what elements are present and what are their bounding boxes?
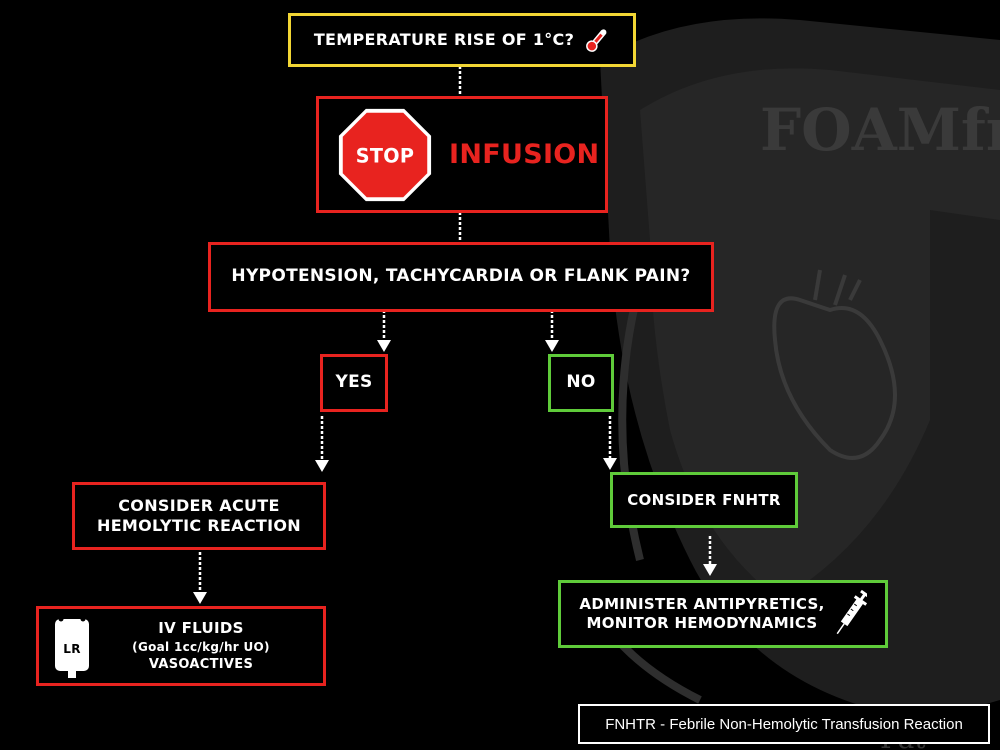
- antipyretics-line1: ADMINISTER ANTIPYRETICS,: [579, 595, 825, 614]
- iv-fluids-goal: (Goal 1cc/kg/hr UO): [132, 640, 270, 655]
- yes-label: YES: [335, 372, 373, 393]
- iv-bag-label: LR: [63, 642, 81, 656]
- consider-fnhtr-label: CONSIDER FNHTR: [627, 490, 781, 509]
- arrow-yes-to-acute: [315, 416, 329, 472]
- iv-fluids-line1: IV FLUIDS: [158, 618, 244, 637]
- stop-sign-icon: STOP: [338, 108, 432, 201]
- consider-fnhtr-node: CONSIDER FNHTR: [610, 472, 798, 528]
- infusion-label: INFUSION: [449, 139, 600, 170]
- antipyretics-line2: MONITOR HEMODYNAMICS: [586, 614, 818, 632]
- stop-infusion-node: STOP INFUSION: [316, 96, 608, 213]
- no-node: NO: [548, 354, 614, 412]
- arrow-no-to-fnhtr: [603, 416, 617, 470]
- arrow-question-to-no: [545, 310, 559, 352]
- acute-hemolytic-node: CONSIDER ACUTE HEMOLYTIC REACTION: [72, 482, 326, 550]
- arrow-stop-to-question: [458, 212, 462, 242]
- arrow-acute-to-fluids: [193, 552, 207, 604]
- iv-fluids-line3: VASOACTIVES: [148, 657, 254, 673]
- temperature-rise-node: TEMPERATURE RISE OF 1°C?: [288, 13, 636, 67]
- iv-fluids-node: LR IV FLUIDS (Goal 1cc/kg/hr UO) VASOACT…: [36, 606, 326, 686]
- symptoms-question-label: HYPOTENSION, TACHYCARDIA OR FLANK PAIN?: [231, 266, 691, 287]
- fnhtr-legend: FNHTR - Febrile Non-Hemolytic Transfusio…: [578, 704, 990, 744]
- arrow-temp-to-stop: [458, 66, 462, 96]
- arrow-fnhtr-to-antipyretics: [703, 536, 717, 576]
- stop-sign-text: STOP: [356, 144, 414, 167]
- symptoms-question-node: HYPOTENSION, TACHYCARDIA OR FLANK PAIN?: [208, 242, 714, 312]
- yes-node: YES: [320, 354, 388, 412]
- fnhtr-legend-text: FNHTR - Febrile Non-Hemolytic Transfusio…: [605, 715, 963, 733]
- antipyretics-node: ADMINISTER ANTIPYRETICS, MONITOR HEMODYN…: [558, 580, 888, 648]
- thermometer-icon: [586, 29, 607, 52]
- acute-hemolytic-line2: HEMOLYTIC REACTION: [97, 516, 301, 535]
- temperature-rise-label: TEMPERATURE RISE OF 1°C?: [313, 30, 575, 49]
- acute-hemolytic-line1: CONSIDER ACUTE: [118, 496, 280, 515]
- syringe-icon: [836, 589, 867, 635]
- iv-bag-icon: LR: [53, 615, 91, 679]
- arrow-question-to-yes: [377, 310, 391, 352]
- watermark-text: FOAMfra: [760, 96, 1000, 164]
- watermark-heart-icon: [772, 269, 897, 460]
- no-label: NO: [566, 372, 596, 393]
